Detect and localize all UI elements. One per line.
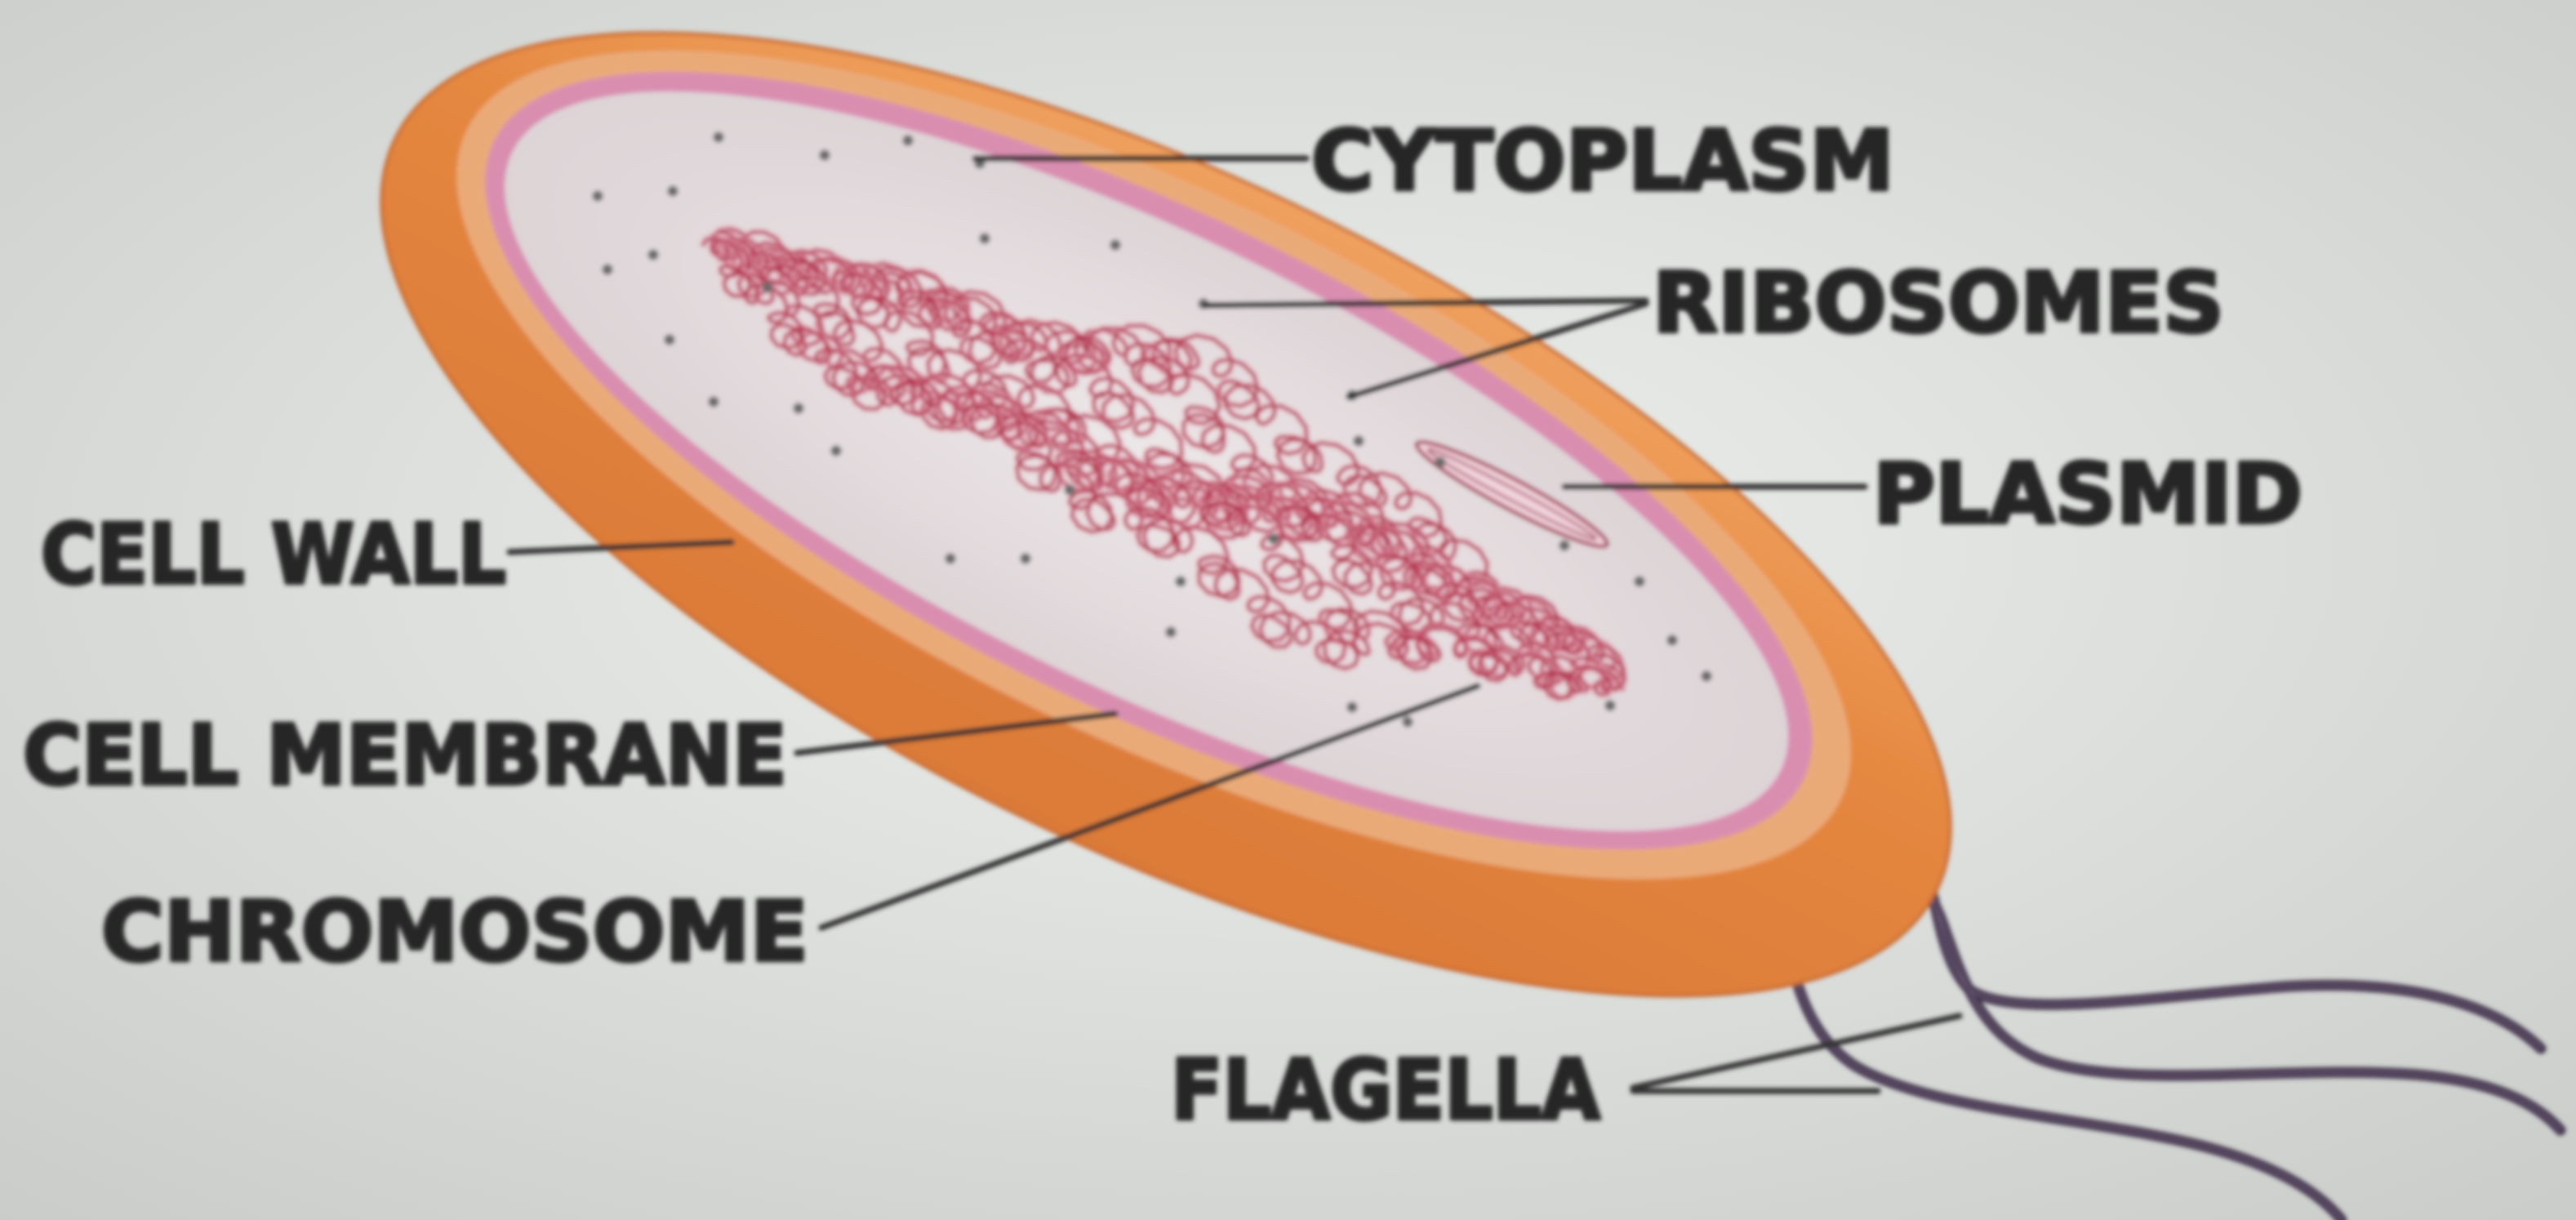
ribosome-dot xyxy=(708,396,719,407)
ribosome-dot xyxy=(1268,533,1279,544)
ribosome-dot xyxy=(1064,484,1074,495)
ribosome-dot xyxy=(1634,576,1644,586)
ribosome-dot xyxy=(762,282,772,292)
ribosome-dot xyxy=(902,135,913,145)
ribosome-dot xyxy=(1435,456,1445,467)
ribosome-dot xyxy=(1346,701,1357,712)
ribosome-dot xyxy=(592,190,603,201)
ribosome-dot xyxy=(1353,435,1364,446)
ribosome-dot xyxy=(979,233,990,243)
ribosome-dot xyxy=(1175,576,1186,586)
label-cell-membrane: CELL MEMBRANE xyxy=(23,707,787,804)
ribosome-dot xyxy=(1020,553,1030,563)
label-plasmid: PLASMID xyxy=(1873,446,2302,543)
ribosome-dot xyxy=(1559,540,1569,550)
ribosome-dot xyxy=(793,403,803,413)
label-flagella: FLAGELLA xyxy=(1171,1042,1600,1139)
ribosome-dot xyxy=(819,149,830,160)
ribosome-dot xyxy=(1701,670,1711,681)
label-chromosome: CHROMOSOME xyxy=(101,884,808,981)
ribosome-dot xyxy=(830,445,841,456)
label-ribosomes: RIBOSOMES xyxy=(1653,255,2224,352)
ribosome-dot xyxy=(713,131,723,142)
ribosome-dot xyxy=(1666,634,1677,645)
ribosome-dot xyxy=(945,553,955,563)
ribosome-dot xyxy=(1604,700,1615,710)
label-cytoplasm: CYTOPLASM xyxy=(1311,113,1894,210)
ribosome-dot xyxy=(647,249,658,260)
ribosome-dot xyxy=(667,185,678,196)
ribosome-dot xyxy=(1165,626,1176,637)
ribosome-dot xyxy=(664,334,674,345)
ribosome-dot xyxy=(1402,716,1413,727)
label-cell-wall: CELL WALL xyxy=(41,506,506,603)
ribosome-dot xyxy=(1110,239,1120,250)
ribosome-dot xyxy=(602,264,612,274)
